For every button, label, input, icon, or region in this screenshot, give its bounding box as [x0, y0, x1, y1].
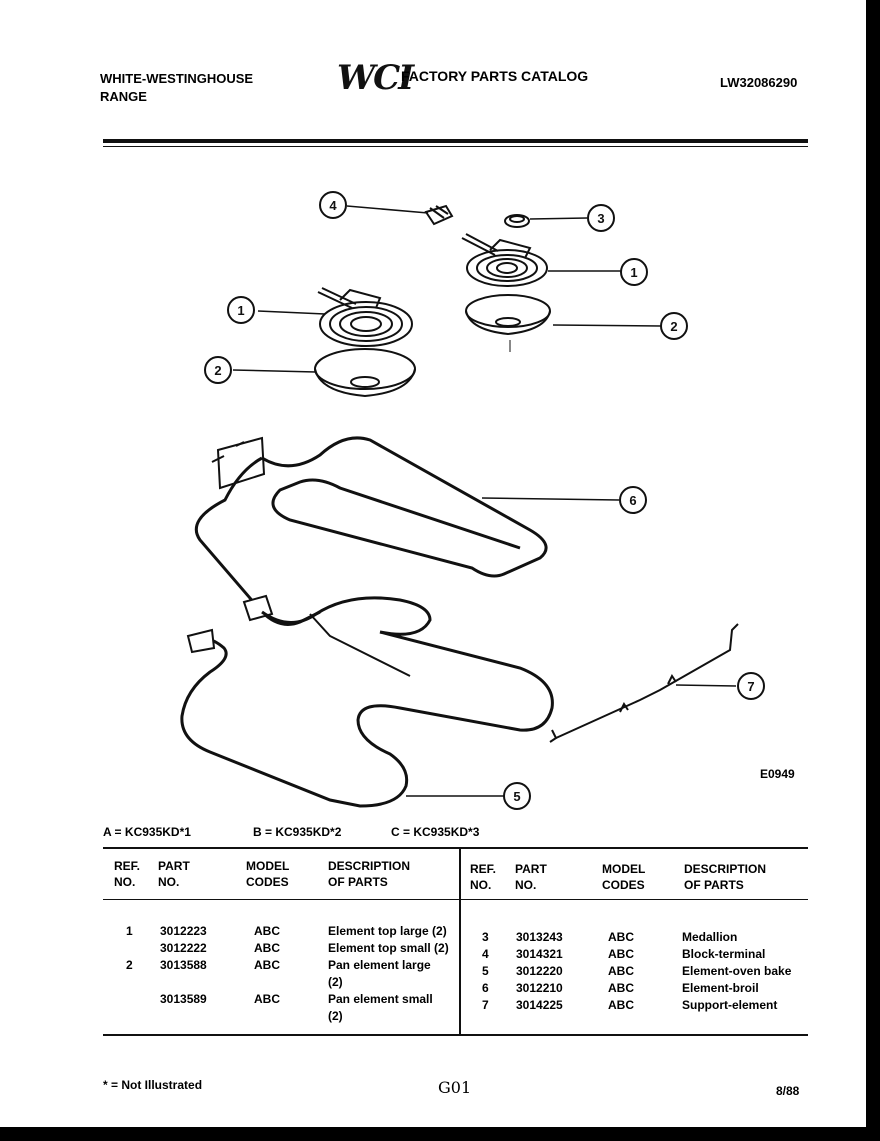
header-rule-thin: [103, 146, 808, 147]
right-row-codes: ABC: [608, 981, 634, 995]
callout-1-left: [227, 296, 255, 324]
brand-block: WHITE-WESTINGHOUSE RANGE: [100, 70, 253, 106]
left-row-ref: 2: [126, 958, 133, 972]
catalog-title: FACTORY PARTS CATALOG: [401, 68, 589, 84]
model-code-b: B = KC935KD*2: [253, 825, 342, 839]
right-row-part: 3012210: [516, 981, 563, 995]
right-row-part: 3014225: [516, 998, 563, 1012]
callout-label: 6: [629, 493, 636, 508]
right-row-ref: 4: [482, 947, 489, 961]
left-row-part: 3013589: [160, 992, 207, 1006]
callout-2-left: [204, 356, 232, 384]
medallion-part: [504, 214, 530, 228]
left-row-desc: (2): [328, 975, 343, 989]
header-model-codes-right: MODEL CODES: [602, 862, 646, 892]
left-row-desc: Element top large (2): [328, 924, 447, 938]
document-number: LW32086290: [720, 75, 798, 90]
callout-label: 7: [747, 679, 754, 694]
right-row-codes: ABC: [608, 998, 634, 1012]
header-part-no-right: PART NO.: [515, 862, 547, 892]
left-row-part: 3012222: [160, 941, 207, 955]
product-type: RANGE: [100, 89, 147, 104]
header-ref-no: REF. NO.: [114, 859, 141, 889]
element-top-large-part: [317, 287, 413, 347]
element-broil-part: [194, 436, 548, 626]
table-bottom-rule: [103, 1034, 808, 1036]
header-ref-no-right: REF. NO.: [470, 862, 497, 892]
right-row-ref: 7: [482, 998, 489, 1012]
callout-label: 4: [329, 198, 337, 213]
left-row-codes: ABC: [254, 992, 280, 1006]
support-element-part: [549, 623, 739, 743]
table-top-rule: [103, 847, 808, 849]
right-row-ref: 6: [482, 981, 489, 995]
right-row-desc: Block-terminal: [682, 947, 766, 961]
callout-label: 5: [513, 789, 520, 804]
model-code-a: A = KC935KD*1: [103, 825, 191, 839]
callout-label: 2: [214, 363, 221, 378]
terminal-block-part: [424, 204, 454, 226]
left-row-part: 3013588: [160, 958, 207, 972]
right-row-desc: Medallion: [682, 930, 738, 944]
diagram-code: E0949: [760, 767, 795, 781]
callout-3: [587, 204, 615, 232]
left-row-codes: ABC: [254, 924, 280, 938]
right-row-desc: Element-broil: [682, 981, 759, 995]
element-top-small-part: [461, 233, 548, 287]
right-row-part: 3012220: [516, 964, 563, 978]
left-row-desc: Pan element small: [328, 992, 433, 1006]
exploded-parts-diagram: 4 3 1 1 2 2 6 7 5: [180, 191, 765, 810]
right-row-codes: ABC: [608, 964, 634, 978]
right-row-ref: 3: [482, 930, 489, 944]
callout-2-right: [660, 312, 688, 340]
brand-name: WHITE-WESTINGHOUSE: [100, 71, 254, 86]
callout-6: [619, 486, 647, 514]
callout-1-right: [620, 258, 648, 286]
catalog-page: WHITE-WESTINGHOUSE RANGE WCI FACTORY PAR…: [0, 0, 866, 1127]
model-code-c: C = KC935KD*3: [391, 825, 480, 839]
left-row-desc: Pan element large: [328, 958, 431, 972]
wci-logo: WCI: [337, 58, 414, 98]
header-rule-thick: [103, 139, 808, 143]
element-bake-part: [180, 594, 554, 808]
callout-label: 1: [237, 303, 244, 318]
left-row-codes: ABC: [254, 958, 280, 972]
right-row-codes: ABC: [608, 947, 634, 961]
callout-label: 3: [597, 211, 604, 226]
leader-lines: [232, 205, 737, 797]
header-part-no: PART NO.: [158, 859, 190, 889]
revision-date: 8/88: [776, 1084, 800, 1098]
pan-large-part: [314, 348, 416, 398]
right-row-desc: Support-element: [682, 998, 778, 1012]
footnote: * = Not Illustrated: [103, 1078, 203, 1092]
callout-7: [737, 672, 765, 700]
header-model-codes: MODEL CODES: [246, 859, 290, 889]
right-row-codes: ABC: [608, 930, 634, 944]
right-row-desc: Element-oven bake: [682, 964, 792, 978]
left-row-part: 3012223: [160, 924, 207, 938]
right-row-part: 3013243: [516, 930, 563, 944]
right-row-ref: 5: [482, 964, 489, 978]
table-header-rule: [103, 899, 808, 900]
callout-label: 1: [630, 265, 637, 280]
left-row-ref: 1: [126, 924, 133, 938]
callout-label: 2: [670, 319, 677, 334]
table-divider: [459, 849, 461, 1034]
left-row-codes: ABC: [254, 941, 280, 955]
left-row-desc: (2): [328, 1009, 343, 1023]
callout-4: [319, 191, 347, 219]
header-description: DESCRIPTION OF PARTS: [328, 859, 411, 889]
page-number: G01: [438, 1078, 472, 1097]
pan-small-part: [465, 294, 551, 352]
callout-5: [503, 782, 531, 810]
right-row-part: 3014321: [516, 947, 563, 961]
left-row-desc: Element top small (2): [328, 941, 449, 955]
header-description-right: DESCRIPTION OF PARTS: [684, 862, 767, 892]
